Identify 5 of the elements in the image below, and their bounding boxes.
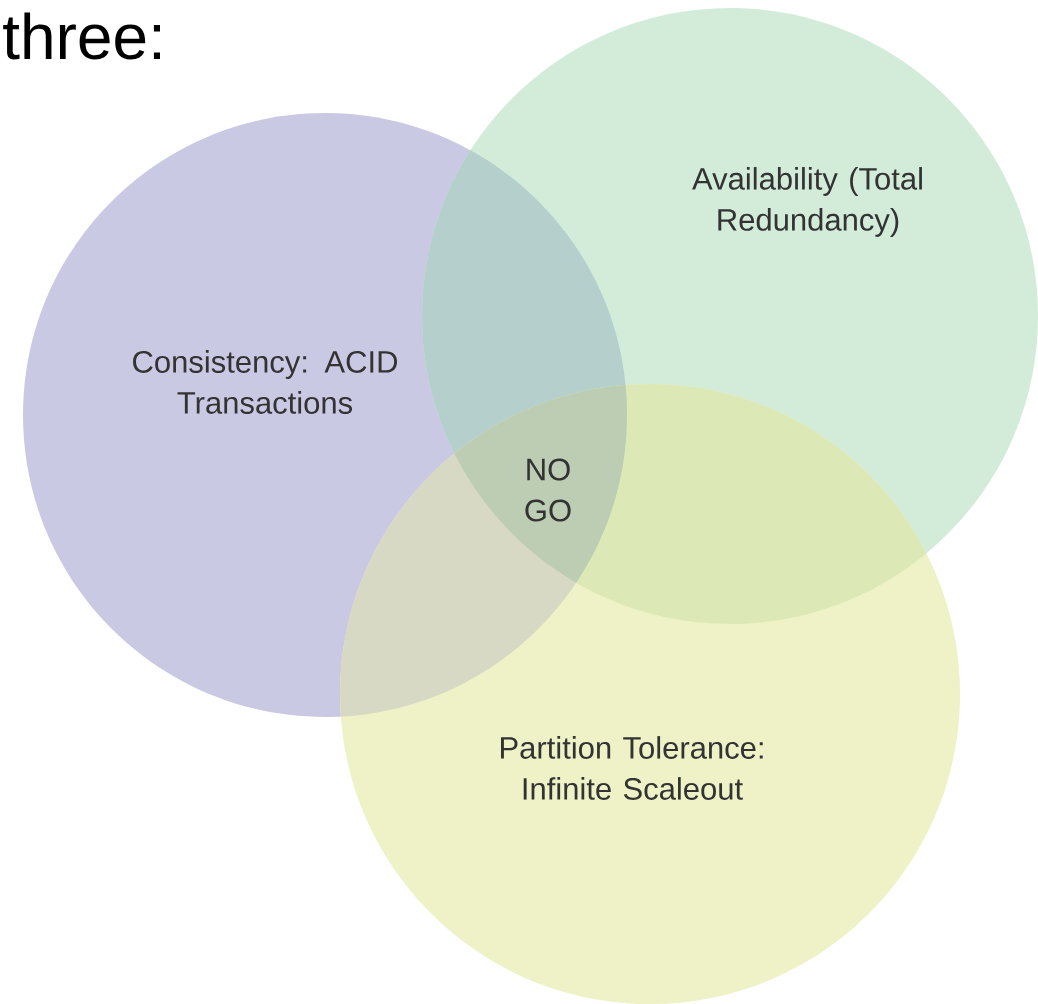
title: three: xyxy=(3,12,160,60)
circle-label: Consistency: ACID Transactions xyxy=(133,350,397,414)
region-label: NO GO xyxy=(525,458,571,522)
circle-label: Partition Tolerance: Infinite Scaleout xyxy=(501,736,763,800)
circle-label: Availability (Total Redundancy) xyxy=(692,167,922,237)
